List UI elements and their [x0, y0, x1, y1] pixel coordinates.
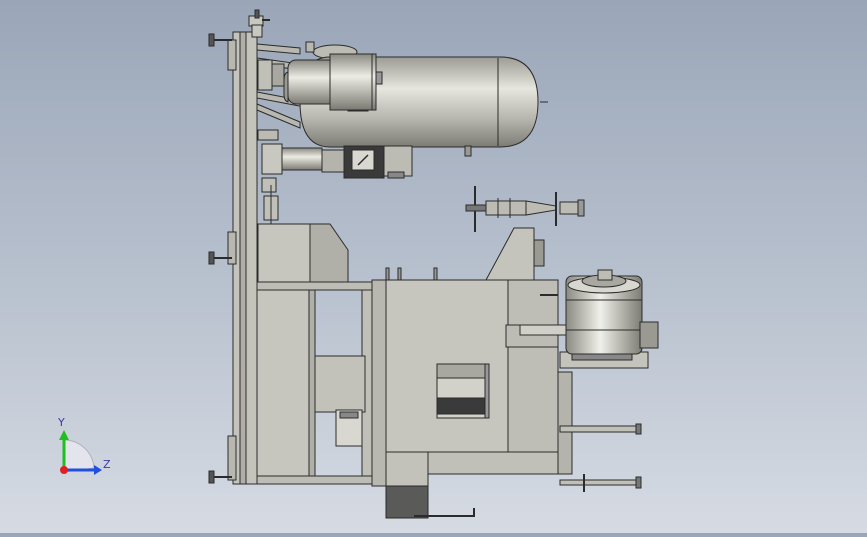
tank-inlet-cylinder	[283, 53, 383, 111]
z-axis-label: Z	[103, 458, 111, 471]
frame-fittings	[261, 177, 279, 225]
top-valve	[248, 9, 270, 38]
lower-frame	[256, 281, 388, 485]
side-nozzle	[465, 186, 585, 232]
z-axis-head	[94, 465, 102, 475]
triad-plane	[63, 439, 95, 473]
guide-rods	[559, 423, 642, 492]
left-frame	[208, 31, 258, 485]
machine-body	[371, 227, 573, 487]
upper-housing	[257, 223, 349, 283]
pump-motor	[257, 129, 413, 179]
rotary-drum	[559, 269, 659, 369]
y-axis-head	[59, 430, 69, 440]
coordinate-triad[interactable]: Y Z	[57, 416, 111, 475]
discharge-chute	[385, 451, 475, 519]
y-axis-label: Y	[57, 416, 65, 429]
triad-origin	[60, 466, 68, 474]
